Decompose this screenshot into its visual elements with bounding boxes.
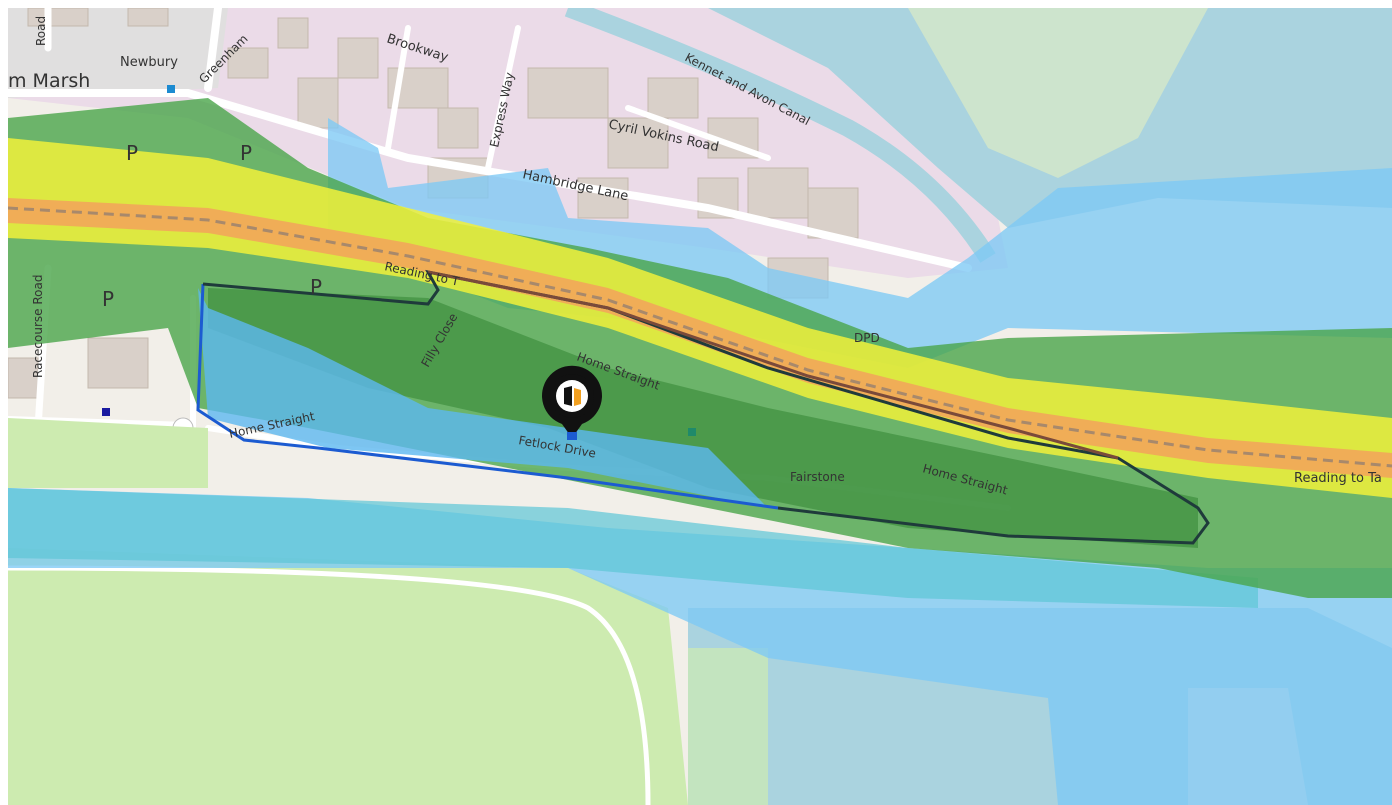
lake-meadow — [688, 648, 768, 805]
label-dpd: DPD — [854, 331, 880, 345]
map-canvas[interactable]: Road Newbury Greenham m Marsh Brookway E… — [8, 8, 1392, 805]
parking-icon-2: P — [240, 141, 252, 165]
label-fairstone: Fairstone — [790, 470, 845, 484]
label-newbury: Newbury — [120, 55, 178, 70]
small-marker-square — [102, 408, 110, 416]
small-marker-green — [688, 428, 696, 436]
parking-icon-3: P — [102, 287, 114, 311]
grass-left — [8, 418, 208, 488]
racecourse-track — [8, 565, 651, 805]
label-reading-right: Reading to Ta — [1294, 471, 1382, 486]
site-boundary-blue — [196, 283, 779, 510]
label-road-top-left: Road — [34, 16, 48, 46]
location-pin-icon[interactable] — [542, 365, 602, 440]
site-boundary-brown — [427, 270, 1119, 460]
racecourse-grass — [8, 548, 688, 805]
label-marsh: m Marsh — [8, 70, 90, 92]
parking-icon-1: P — [126, 141, 138, 165]
label-racecourse-road: Racecourse Road — [31, 275, 45, 378]
map-frame[interactable]: Road Newbury Greenham m Marsh Brookway E… — [8, 8, 1392, 805]
parking-icon-4: P — [310, 275, 322, 299]
site-boundary-dark — [202, 269, 1210, 545]
small-marker-square-top — [167, 85, 175, 93]
canal — [564, 8, 996, 263]
meadow-top-right — [908, 8, 1208, 178]
residential-area-left — [8, 8, 228, 98]
